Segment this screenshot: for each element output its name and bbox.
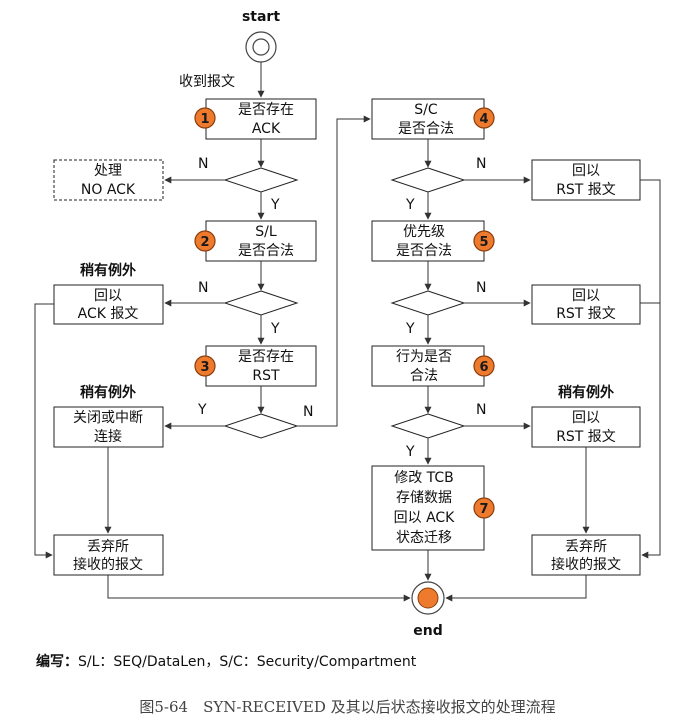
yes-label-4: Y (405, 197, 415, 213)
priority-valid-line1: 优先级 (403, 224, 445, 240)
sc-valid-line1: S/C (414, 102, 438, 118)
rst-exists-line1: 是否存在 (238, 349, 294, 365)
discard-left-line2: 接收的报文 (73, 556, 143, 573)
sc-valid-box (371, 98, 485, 140)
rst-reply-2-box (531, 284, 641, 325)
modify-tcb-line1: 修改 TCB (394, 470, 454, 486)
rst-reply-1-line1: 回以 (572, 163, 600, 179)
modify-tcb-line4: 状态迁移 (396, 530, 452, 546)
modify-tcb-line2: 存储数据 (396, 490, 452, 506)
exception-label-1: 稍有例外 (80, 262, 136, 279)
yes-label-5: Y (405, 321, 415, 337)
receive-label: 收到报文 (179, 74, 235, 90)
yes-label-3: Y (197, 402, 207, 418)
sl-valid-line2: 是否合法 (238, 243, 294, 259)
discard-right-line1: 丢弃所 (565, 539, 607, 555)
decision-rst (223, 413, 299, 439)
end-label: end (413, 623, 442, 639)
close-connection-line1: 关闭或中断 (73, 410, 143, 426)
step-badge-6 (473, 355, 495, 377)
discard-right-line2: 接收的报文 (551, 556, 621, 573)
no-label-6: N (476, 402, 486, 418)
reply-ack-line1: 回以 (94, 288, 122, 304)
decision-sl (223, 290, 299, 316)
end-node-inner (417, 587, 439, 609)
no-ack-box (53, 159, 164, 201)
decision-priority (390, 290, 466, 316)
step-number-1: 1 (200, 112, 209, 127)
step-badge-1 (194, 107, 216, 129)
decision-sc (390, 167, 466, 193)
no-ack-line2: NO ACK (81, 182, 136, 198)
no-label-4: N (476, 156, 486, 172)
legend-text: S/L：SEQ/DataLen，S/C：Security/Compartment (78, 654, 417, 670)
step-badge-5 (473, 230, 495, 252)
start-label: start (242, 9, 280, 25)
rst-reply-2-line1: 回以 (572, 288, 600, 304)
step-number-4: 4 (479, 112, 488, 127)
behavior-valid-line2: 合法 (410, 368, 438, 384)
rst-reply-2-line2: RST 报文 (556, 306, 616, 322)
rst-reply-1-line2: RST 报文 (556, 182, 616, 198)
sl-valid-line1: S/L (255, 224, 277, 240)
no-label-3: N (303, 404, 313, 420)
no-label-5: N (476, 280, 486, 296)
step-badge-7 (473, 497, 495, 519)
step-badge-2 (194, 230, 216, 252)
ack-exists-box (205, 98, 317, 140)
step-number-2: 2 (200, 235, 209, 250)
step-badge-4 (473, 107, 495, 129)
reply-ack-line2: ACK 报文 (78, 306, 139, 322)
no-ack-line1: 处理 (94, 163, 122, 179)
modify-tcb-box (371, 465, 485, 551)
legend-label: 编写： (36, 654, 78, 670)
rst-reply-3-box (531, 406, 641, 448)
yes-label-2: Y (270, 321, 280, 337)
ack-exists-line1: 是否存在 (238, 102, 294, 118)
no-label-1: N (198, 156, 208, 172)
step-number-7: 7 (479, 502, 488, 517)
close-connection-line2: 连接 (94, 428, 122, 445)
decision-behavior (390, 413, 466, 439)
discard-left-line1: 丢弃所 (87, 539, 129, 555)
step-number-3: 3 (200, 360, 209, 375)
rst-reply-3-line2: RST 报文 (556, 429, 616, 445)
rst-exists-line2: RST (252, 368, 280, 384)
priority-valid-line2: 是否合法 (396, 243, 452, 259)
rst-reply-3-line1: 回以 (572, 410, 600, 426)
no-label-2: N (198, 280, 208, 296)
step-number-6: 6 (479, 360, 488, 375)
behavior-valid-line1: 行为是否 (396, 349, 452, 365)
sc-valid-line2: 是否合法 (398, 121, 454, 137)
decision-ack (223, 167, 299, 193)
ack-exists-line2: ACK (252, 121, 281, 137)
yes-label-1: Y (270, 197, 280, 213)
legend: 编写：S/L：SEQ/DataLen，S/C：Security/Compartm… (36, 651, 416, 671)
start-node-inner (252, 38, 270, 56)
exception-label-2: 稍有例外 (80, 384, 136, 401)
discard-left-box (53, 534, 164, 576)
yes-label-6: Y (405, 444, 415, 460)
figure-caption: 图5-64 SYN-RECEIVED 及其以后状态接收报文的处理流程 (139, 698, 556, 716)
exception-label-3: 稍有例外 (558, 384, 614, 401)
step-badge-3 (194, 355, 216, 377)
discard-right-box (531, 534, 641, 576)
step-number-5: 5 (479, 235, 488, 250)
modify-tcb-line3: 回以 ACK (394, 510, 456, 526)
